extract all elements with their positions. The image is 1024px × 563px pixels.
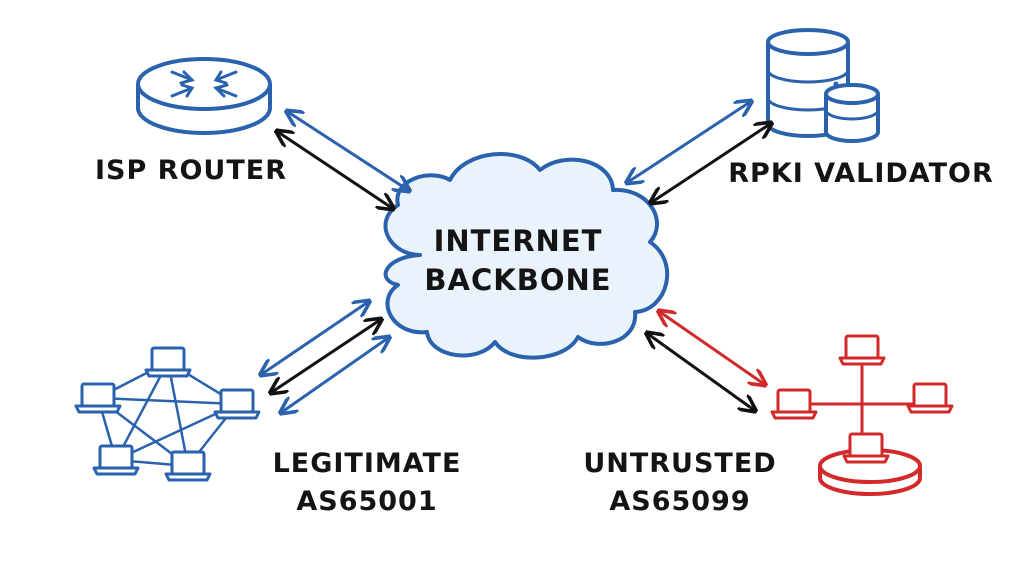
backbone-label-line2: BACKBONE: [424, 263, 611, 297]
legitimate-as-connection: [262, 302, 388, 412]
untrusted-label-line1: UNTRUSTED: [583, 448, 776, 479]
rpki-validator-connection: [628, 102, 770, 202]
legitimate-label-line2: AS65001: [296, 486, 437, 517]
untrusted-label-line2: AS65099: [609, 486, 750, 517]
isp-router-label: ISP ROUTER: [95, 155, 287, 186]
network-icon: [74, 346, 261, 482]
router-icon: [136, 57, 272, 135]
legitimate-label-line1: LEGITIMATE: [273, 448, 462, 479]
internet-backbone-cloud: INTERNET BACKBONE: [383, 152, 670, 360]
backbone-label-line1: INTERNET: [434, 224, 603, 258]
untrusted-network-icon: [770, 334, 954, 496]
untrusted-as-connection: [648, 312, 764, 410]
isp-router-connection: [278, 112, 408, 208]
database-icon: [766, 28, 880, 143]
rpki-validator-label: RPKI VALIDATOR: [728, 158, 994, 189]
